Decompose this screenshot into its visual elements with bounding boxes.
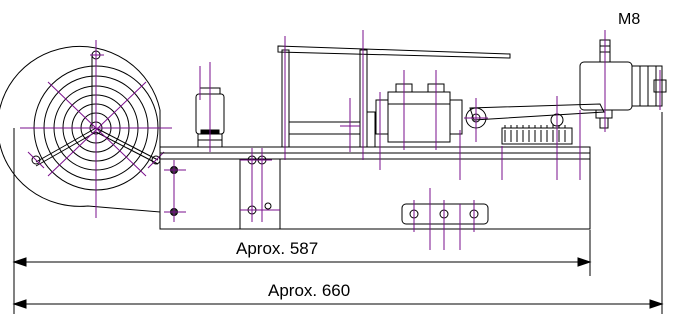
fan-centerlines bbox=[20, 40, 172, 218]
right-housing bbox=[579, 39, 667, 129]
extension-lines bbox=[13, 112, 663, 314]
frame-bolt bbox=[264, 202, 272, 210]
dimension-outer bbox=[12, 299, 664, 309]
fan-spoke bbox=[35, 131, 97, 167]
fan-spoke bbox=[35, 127, 97, 163]
support-structure bbox=[277, 45, 511, 148]
gear-rack bbox=[501, 125, 573, 145]
fan-mount-hole bbox=[31, 155, 41, 165]
centerlines bbox=[164, 30, 661, 250]
clamp-bar bbox=[401, 203, 489, 225]
motor-block bbox=[375, 83, 463, 143]
fan-housing bbox=[0, 45, 161, 213]
dimension-inner bbox=[12, 257, 592, 267]
fan-assembly bbox=[0, 45, 161, 213]
top-plate bbox=[277, 45, 511, 59]
dimension-label-outer: Aprox. 660 bbox=[268, 281, 350, 300]
fan-spoke bbox=[95, 127, 159, 161]
base-channel bbox=[159, 158, 591, 230]
base-frame bbox=[159, 146, 591, 230]
dimension-label-inner: Aprox. 587 bbox=[236, 239, 318, 258]
bolt-thread-label: M8 bbox=[618, 11, 640, 28]
linkage-arm bbox=[465, 103, 605, 129]
